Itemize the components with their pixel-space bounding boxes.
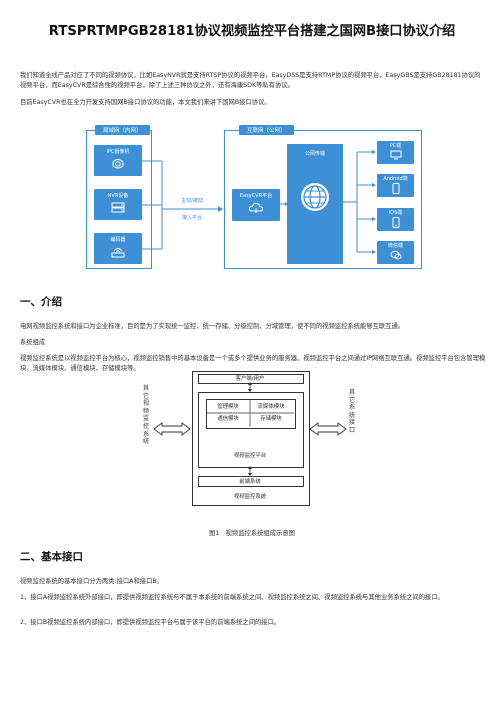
system-block-diagram: 其它视频监控系统 其它系统接口 视频监控系统 客户端/用户 管理模块 流媒体模块… bbox=[136, 371, 362, 516]
figure-caption: 图1 视频监控系统组成示意图 bbox=[209, 530, 295, 537]
camera-icon bbox=[112, 159, 124, 169]
internet-label: 互联网（公网） bbox=[239, 125, 294, 135]
easycvr-platform-box: EasyCVR平台 bbox=[232, 189, 280, 221]
right-double-arrow bbox=[309, 422, 347, 436]
left-double-arrow bbox=[153, 422, 191, 436]
storage-module-label: 存储模块 bbox=[260, 416, 282, 422]
ios-client-label: iOS端 bbox=[388, 210, 403, 216]
section-1-paragraph-1: 电网视频监控系统和接口为企业标准，目的是为了实现统一监控、统一存储、分级控制、分… bbox=[20, 323, 405, 330]
intro-paragraph-2: 目前EasyCVR也在全力开发支持国网B接口协议的功能，本文我们来讲下国网B接口… bbox=[20, 99, 271, 106]
section-1-paragraph-2: 系统组成 bbox=[20, 339, 46, 346]
section-1-paragraph-3: 视频监控系统是以视频监控平台为核心，视频监控销售中的基本设备是一个或多个提供业务… bbox=[20, 355, 486, 372]
intro-paragraph-1: 我们知道全线产品对应了不同的视频协议，比如EasyNVR就是支持RTSP协议的视… bbox=[20, 72, 481, 89]
android-phone-icon bbox=[392, 183, 399, 194]
access-arrow bbox=[162, 206, 223, 212]
transport-label: 公网传输 bbox=[304, 151, 325, 157]
modules-frame bbox=[206, 399, 296, 429]
lan-label: 局域网（内网） bbox=[95, 125, 150, 135]
pc-client-label: PC端 bbox=[389, 143, 402, 149]
device-connector-lines bbox=[142, 160, 163, 250]
section-2-heading: 二、基本接口 bbox=[20, 551, 83, 563]
wechat-icon bbox=[390, 250, 401, 260]
left-side-label: 其它视频监控系统 bbox=[142, 385, 149, 446]
video-system-frame bbox=[192, 371, 310, 506]
ios-phone-icon bbox=[392, 217, 399, 228]
stream-module-label: 流媒体模块 bbox=[257, 404, 285, 410]
platform-front-arrow bbox=[248, 466, 252, 476]
section-2-paragraph-3: 2、接口B视频监控系统内部接口，即提供视频监控平台与属于该平台的前端系统之间的接… bbox=[20, 619, 281, 626]
android-client-label: Android端 bbox=[383, 176, 408, 182]
client-platform-arrow bbox=[248, 382, 252, 392]
globe-icon bbox=[301, 183, 329, 211]
nvr-icon bbox=[111, 202, 125, 213]
section-2-paragraph-1: 视频监控系统的基本接口分为两类:接口A和接口B。 bbox=[20, 578, 163, 585]
encoder-box: 编码器 bbox=[94, 233, 142, 264]
section-1-heading: 一、介绍 bbox=[20, 296, 62, 308]
mgmt-module-label: 管理模块 bbox=[217, 404, 239, 410]
push-mode-label: 主动/被动 bbox=[181, 198, 203, 204]
easycvr-label: EasyCVR平台 bbox=[239, 193, 273, 199]
ipc-camera-box: IPC摄像机 bbox=[94, 145, 142, 176]
nvr-device-label: NVR设备 bbox=[107, 193, 129, 199]
section-2-paragraph-2: 1、接口A视频监控系统外部接口，即提供视频监控系统与不属于本系统的前端系统之间、… bbox=[20, 594, 444, 601]
modules-grid-lines bbox=[206, 399, 294, 427]
monitor-icon bbox=[390, 150, 401, 160]
ios-client-box: iOS端 bbox=[377, 208, 414, 231]
nvr-device-box: NVR设备 bbox=[94, 189, 142, 220]
wechat-client-box: 微信端 bbox=[377, 241, 414, 264]
platform-label: 视频监控平台 bbox=[233, 453, 267, 459]
right-side-label: 其它系统接口 bbox=[348, 389, 355, 434]
architecture-diagram: 局域网（内网） IPC摄像机 NVR设备 编码器 bbox=[86, 123, 422, 269]
wechat-client-label: 微信端 bbox=[387, 243, 403, 249]
encoder-label: 编码器 bbox=[110, 237, 126, 243]
cvr-to-transport-arrow bbox=[280, 202, 288, 206]
access-platform-label: 接入平台 bbox=[181, 215, 202, 221]
client-label: 客户端/用户 bbox=[235, 376, 265, 382]
pc-client-box: PC端 bbox=[377, 141, 414, 164]
video-system-label: 视频监控系统 bbox=[233, 494, 267, 500]
android-client-box: Android端 bbox=[377, 174, 414, 197]
front-system-label: 前端系统 bbox=[239, 479, 261, 485]
encoder-icon bbox=[111, 248, 125, 258]
front-system-frame bbox=[198, 476, 304, 487]
comm-module-label: 通信模块 bbox=[217, 416, 239, 422]
ipc-camera-label: IPC摄像机 bbox=[106, 149, 130, 155]
page-title: RTSPRTMPGB28181协议视频监控平台搭建之国网B接口协议介绍 bbox=[48, 24, 456, 39]
public-transport-box: 公网传输 bbox=[287, 144, 343, 264]
cloud-icon bbox=[248, 202, 264, 213]
client-connector-lines bbox=[343, 150, 376, 254]
